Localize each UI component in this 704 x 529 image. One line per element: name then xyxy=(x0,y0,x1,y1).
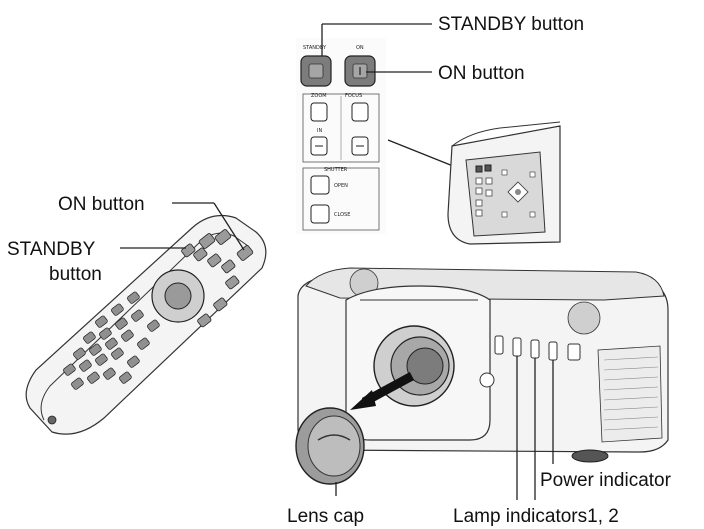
panel-open-label: OPEN xyxy=(334,183,348,189)
panel-close-label: CLOSE xyxy=(334,212,350,218)
remote-control xyxy=(25,215,267,435)
standby-button-remote-label-line2: button xyxy=(49,264,102,285)
remote-on-button[interactable] xyxy=(236,245,254,261)
standby-button-remote-label-line1: STANDBY xyxy=(7,239,96,260)
zoom-up-button[interactable] xyxy=(310,102,328,122)
on-button-top-label: ON button xyxy=(438,63,525,84)
remote-standby-button[interactable] xyxy=(181,243,196,258)
panel-standby-label: STANDBY xyxy=(303,45,327,51)
power-indicator-label: Power indicator xyxy=(540,470,672,491)
on-button-remote-label: ON button xyxy=(58,194,145,215)
panel-in-label: IN xyxy=(317,128,322,134)
projector-side-closeup xyxy=(447,121,561,245)
standby-button-top-label: STANDBY button xyxy=(438,14,584,35)
lens-cap-label: Lens cap xyxy=(287,506,364,527)
control-panel: STANDBY ON ZOOM FOCUS IN SHUTTER OPEN CL… xyxy=(296,38,386,234)
projector-front-view xyxy=(297,267,669,463)
panel-zoom-label: ZOOM xyxy=(311,93,327,99)
shutter-close-button[interactable] xyxy=(310,204,330,224)
lens-cap xyxy=(295,407,365,485)
remove-cap-arrow xyxy=(350,372,415,410)
shutter-open-button[interactable] xyxy=(310,175,330,195)
lamp-indicators-label: Lamp indicators1, 2 xyxy=(453,506,619,527)
panel-on-label: ON xyxy=(356,45,364,51)
panel-shutter-label: SHUTTER xyxy=(324,167,348,173)
focus-up-button[interactable] xyxy=(351,102,369,122)
panel-focus-label: FOCUS xyxy=(345,93,362,99)
